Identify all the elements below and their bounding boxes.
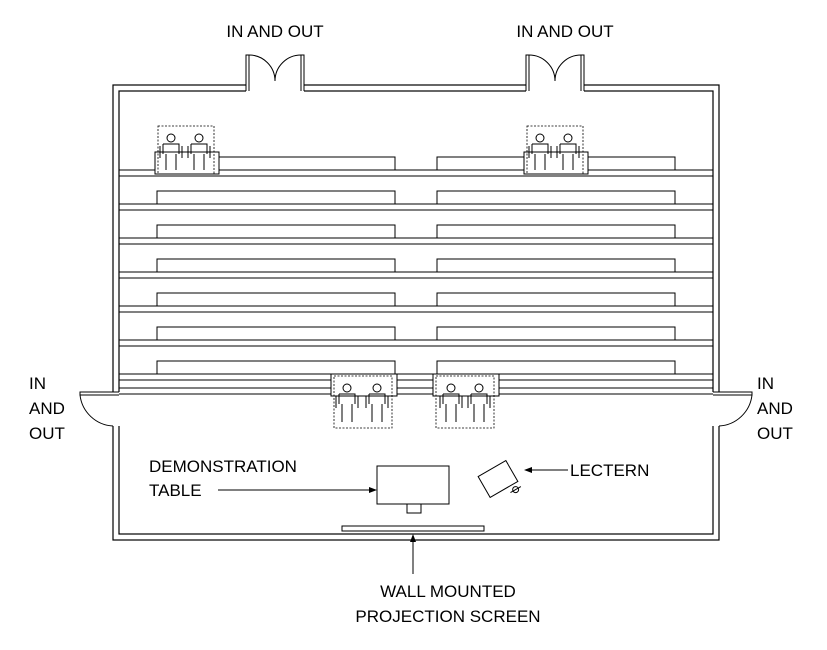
label-lectern: LECTERN — [570, 461, 649, 480]
door-top-right[interactable] — [525, 54, 585, 93]
leader-arrows — [218, 467, 568, 574]
door-top-left[interactable] — [245, 54, 305, 93]
door-right[interactable] — [711, 391, 753, 427]
person-icon — [335, 383, 359, 422]
label-door-right-line2: AND — [757, 399, 793, 418]
person-icon — [187, 133, 211, 170]
seat-group-front-right — [432, 373, 500, 429]
label-door-left-line2: AND — [29, 399, 65, 418]
label-demonstration-table-line2: TABLE — [149, 481, 202, 500]
label-projection-screen-line2: PROJECTION SCREEN — [355, 607, 540, 626]
label-door-top-left: IN AND OUT — [226, 22, 323, 41]
label-door-right-line1: IN — [757, 374, 774, 393]
person-icon — [439, 383, 463, 422]
seat-group-top-right — [523, 125, 589, 175]
person-icon — [528, 133, 552, 170]
label-projection-screen-line1: WALL MOUNTED — [380, 582, 516, 601]
person-icon — [159, 133, 183, 170]
label-door-left-line1: IN — [29, 374, 46, 393]
demonstration-table — [376, 465, 450, 514]
seat-group-front-left — [330, 373, 398, 429]
desks — [156, 156, 676, 375]
projection-screen — [341, 525, 485, 532]
label-door-left-line3: OUT — [29, 424, 65, 443]
lectern — [477, 459, 522, 499]
label-door-right-line3: OUT — [757, 424, 793, 443]
person-icon — [556, 133, 580, 170]
door-left[interactable] — [79, 391, 121, 427]
label-demonstration-table-line1: DEMONSTRATION — [149, 457, 297, 476]
person-icon — [467, 383, 491, 422]
label-door-top-right: IN AND OUT — [516, 22, 613, 41]
person-icon — [365, 383, 389, 422]
seat-group-top-left — [154, 125, 220, 175]
